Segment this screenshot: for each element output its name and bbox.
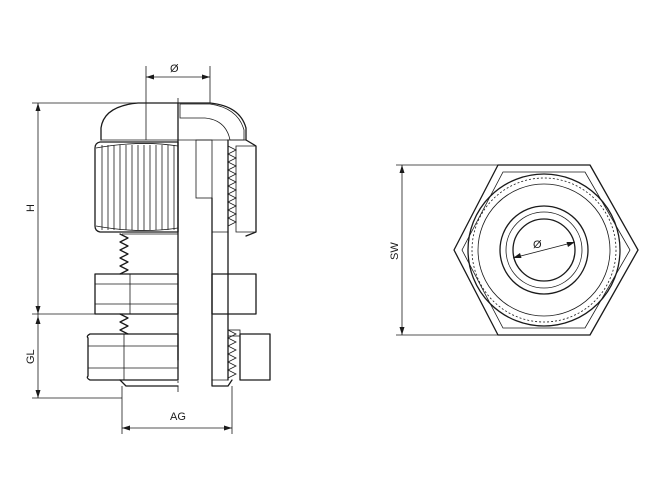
hex-body bbox=[94, 273, 257, 315]
dimension-label-gland-length: GL bbox=[25, 349, 37, 364]
lock-nut bbox=[86, 329, 271, 381]
dome-cap bbox=[100, 102, 247, 141]
knurled-ring bbox=[467, 173, 621, 327]
entry-thread bbox=[119, 313, 129, 335]
dimension-label-side-diameter: Ø bbox=[170, 63, 179, 75]
dimension-label-front-diameter: Ø bbox=[533, 239, 542, 251]
knurled-dome-nut bbox=[94, 141, 179, 233]
section-view-right-half bbox=[177, 102, 257, 381]
hex-outline bbox=[453, 164, 639, 336]
front-view: Ø bbox=[453, 164, 639, 336]
side-view bbox=[86, 98, 271, 392]
dimension-label-height: H bbox=[25, 204, 37, 212]
dimensions-side-view: Ø H GL AG bbox=[25, 63, 233, 434]
cable-bore bbox=[512, 218, 576, 282]
dimension-label-wrench-size: SW bbox=[389, 242, 401, 260]
dimensions-front-view: SW bbox=[389, 164, 498, 336]
dimension-label-thread-size: AG bbox=[170, 411, 186, 423]
body-thread bbox=[119, 233, 129, 275]
